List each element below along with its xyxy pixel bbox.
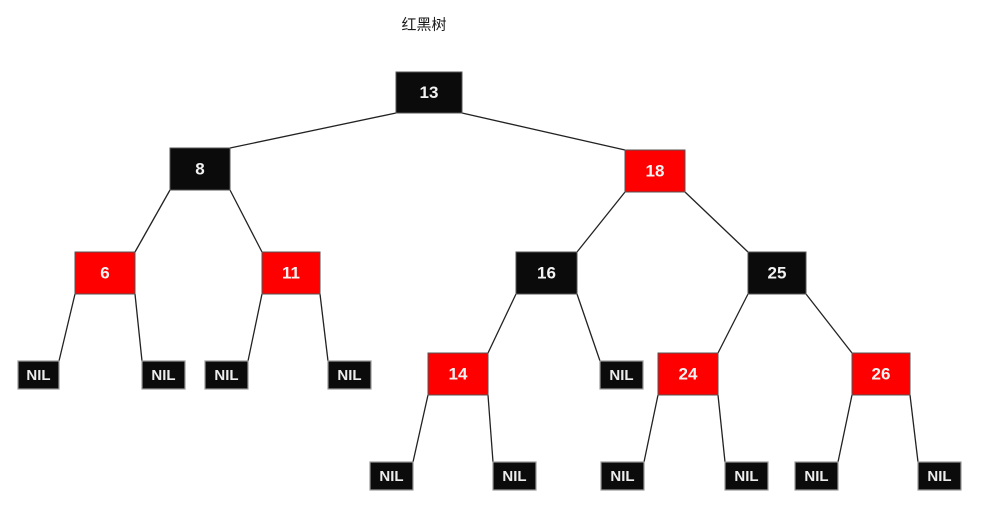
tree-edge	[134, 189, 171, 253]
tree-edges-layer	[58, 112, 919, 463]
tree-edge	[461, 112, 626, 151]
tree-node-nil[interactable]: NIL	[794, 461, 839, 491]
nil-node-box[interactable]	[204, 360, 249, 390]
tree-node-nil[interactable]: NIL	[724, 461, 769, 491]
tree-node-nil[interactable]: NIL	[492, 461, 537, 491]
nil-node-box[interactable]	[724, 461, 769, 491]
red-node-box[interactable]	[261, 251, 321, 295]
tree-edge	[576, 293, 601, 362]
tree-node-26[interactable]: 26	[851, 352, 911, 396]
tree-node-11[interactable]: 11	[261, 251, 321, 295]
tree-node-24[interactable]: 24	[657, 352, 719, 396]
tree-node-8[interactable]: 8	[169, 147, 231, 191]
nil-node-box[interactable]	[492, 461, 537, 491]
tree-edge	[487, 394, 494, 463]
tree-node-13[interactable]: 13	[395, 71, 463, 114]
nil-node-box[interactable]	[917, 461, 962, 491]
red-node-box[interactable]	[624, 149, 686, 193]
tree-node-nil[interactable]: NIL	[17, 360, 60, 390]
tree-node-nil[interactable]: NIL	[599, 360, 644, 390]
nil-node-box[interactable]	[794, 461, 839, 491]
tree-node-25[interactable]: 25	[747, 251, 807, 295]
tree-edge	[487, 293, 517, 354]
tree-node-nil[interactable]: NIL	[204, 360, 249, 390]
nil-node-box[interactable]	[17, 360, 60, 390]
black-node-box[interactable]	[395, 71, 463, 114]
tree-node-nil[interactable]: NIL	[600, 461, 645, 491]
red-node-box[interactable]	[427, 352, 489, 396]
tree-edge	[837, 394, 853, 463]
tree-edge	[319, 293, 329, 362]
tree-node-nil[interactable]: NIL	[369, 461, 414, 491]
red-node-box[interactable]	[74, 251, 136, 295]
tree-node-6[interactable]: 6	[74, 251, 136, 295]
tree-edge	[717, 293, 749, 354]
red-node-box[interactable]	[851, 352, 911, 396]
tree-edge	[247, 293, 263, 362]
tree-node-18[interactable]: 18	[624, 149, 686, 193]
red-node-box[interactable]	[657, 352, 719, 396]
tree-edge	[576, 191, 626, 253]
tree-node-nil[interactable]: NIL	[327, 360, 372, 390]
black-node-box[interactable]	[747, 251, 807, 295]
nil-node-box[interactable]	[327, 360, 372, 390]
tree-edge	[717, 394, 726, 463]
nil-node-box[interactable]	[141, 360, 186, 390]
tree-edge	[805, 293, 853, 354]
tree-edge	[412, 394, 429, 463]
tree-node-14[interactable]: 14	[427, 352, 489, 396]
tree-edge	[229, 189, 263, 253]
tree-edge	[58, 293, 76, 362]
tree-edge	[229, 112, 397, 149]
black-node-box[interactable]	[515, 251, 578, 295]
nil-node-box[interactable]	[599, 360, 644, 390]
tree-edge	[643, 394, 659, 463]
nil-node-box[interactable]	[600, 461, 645, 491]
tree-node-16[interactable]: 16	[515, 251, 578, 295]
page-title: 红黑树	[401, 16, 446, 34]
tree-edge	[909, 394, 919, 463]
tree-node-nil[interactable]: NIL	[917, 461, 962, 491]
nil-node-box[interactable]	[369, 461, 414, 491]
tree-edge	[134, 293, 143, 362]
tree-edge	[684, 191, 749, 253]
black-node-box[interactable]	[169, 147, 231, 191]
tree-node-nil[interactable]: NIL	[141, 360, 186, 390]
